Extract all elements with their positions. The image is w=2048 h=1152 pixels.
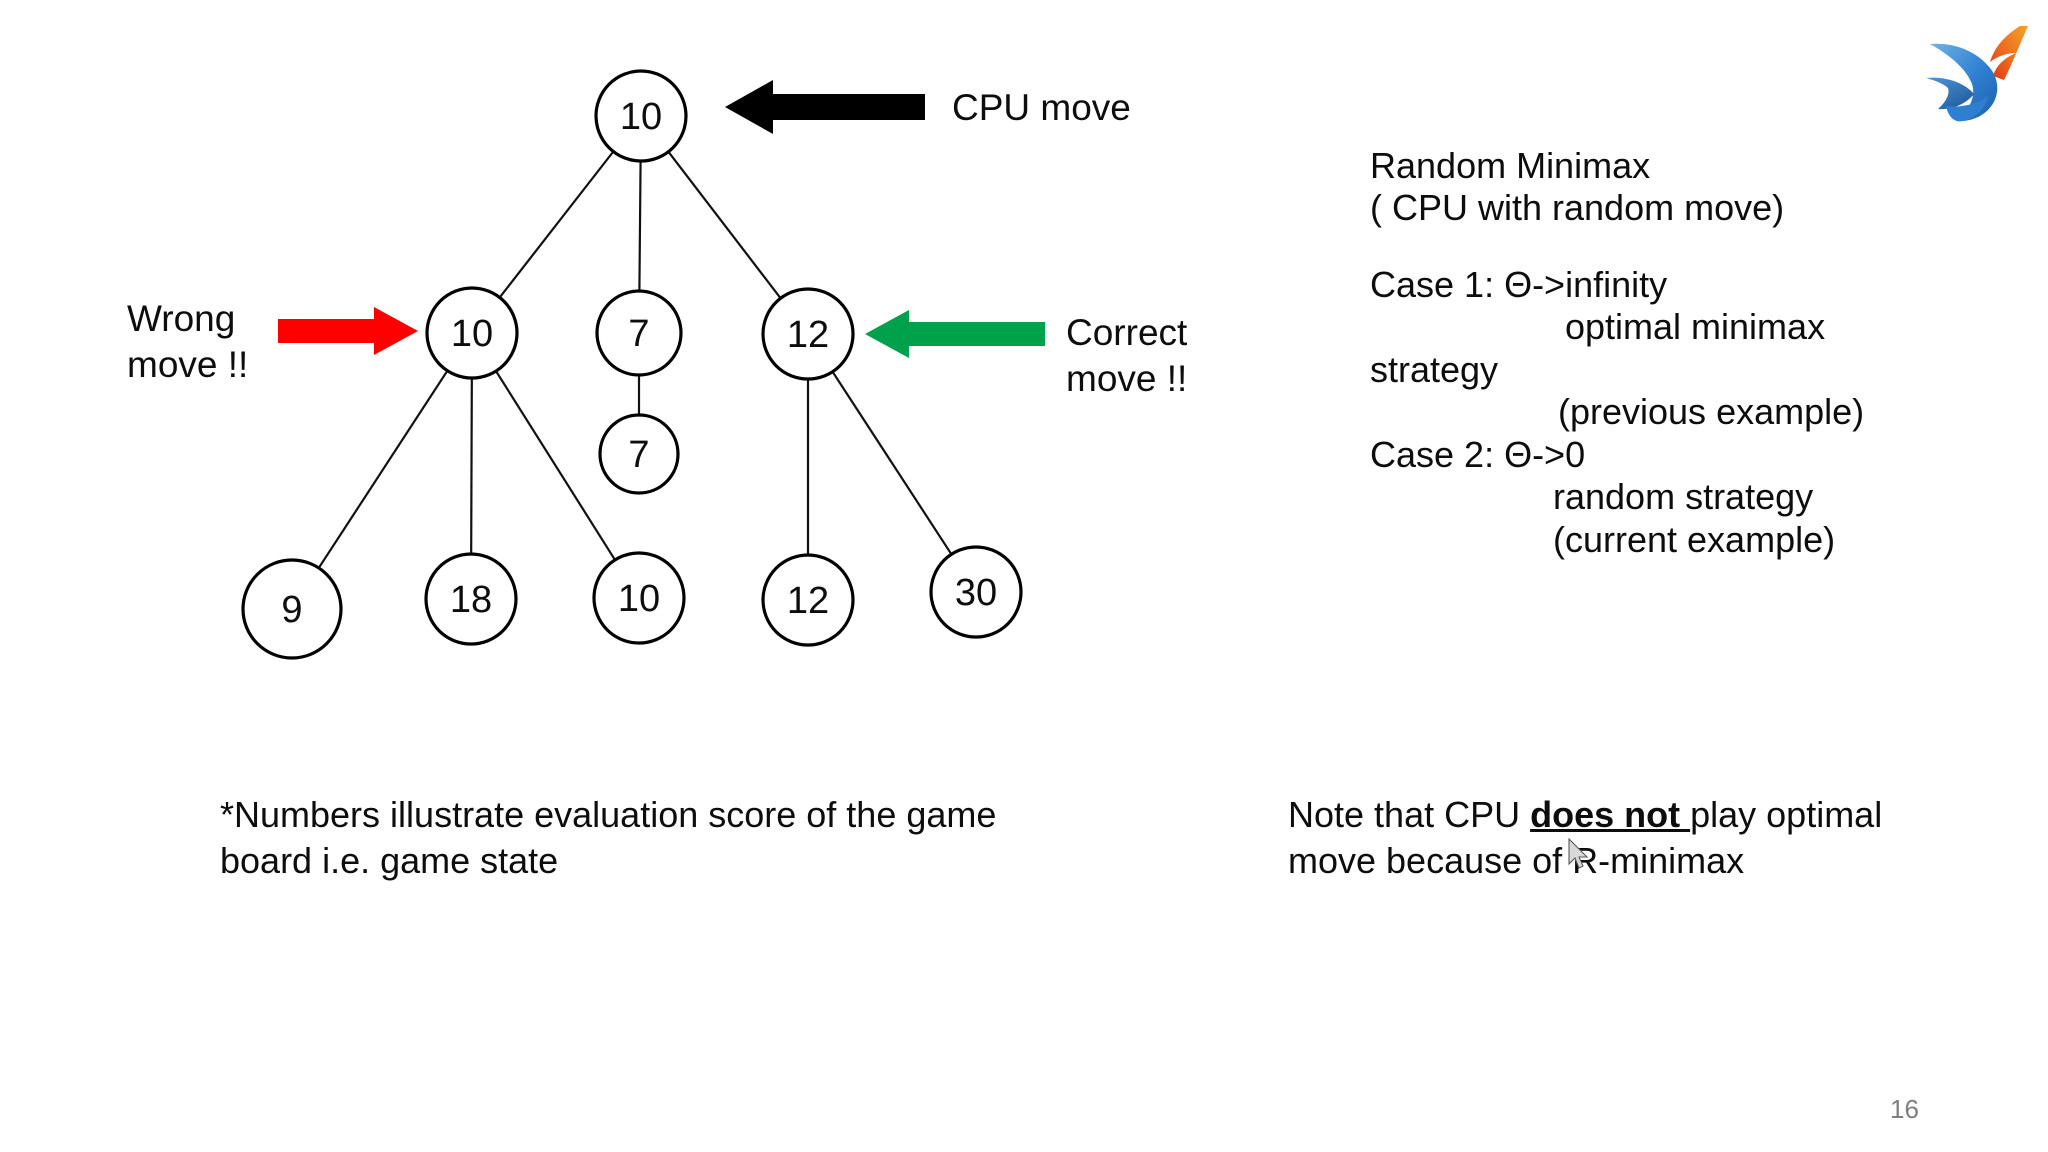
tree-node[interactable]: 30 — [929, 545, 1023, 639]
tree-node-label: 10 — [451, 313, 493, 355]
tree-node-label: 7 — [628, 313, 649, 355]
tree-node-circle — [761, 287, 855, 381]
tree-node[interactable]: 10 — [594, 69, 688, 163]
wrong-move-label: Wrong move !! — [127, 298, 249, 385]
tree-node-label: 10 — [618, 578, 660, 620]
tree-node-label: 9 — [281, 589, 302, 631]
black-left-arrow — [725, 80, 925, 134]
tree-node-label: 30 — [955, 572, 997, 614]
tree-node[interactable]: 10 — [592, 551, 686, 645]
tree-node[interactable]: 9 — [241, 558, 343, 660]
explanation-line: (current example) — [1553, 518, 1836, 560]
tree-edge — [470, 377, 473, 555]
tree-edge — [638, 160, 642, 292]
explanation-line: Case 1: Θ->infinity — [1370, 263, 1668, 305]
tree-node-label: 12 — [787, 580, 829, 622]
explanation-line: ( CPU with random move) — [1370, 187, 1785, 229]
tree-node-label: 7 — [628, 434, 649, 476]
tree-node-circle — [424, 552, 518, 646]
tree-node[interactable]: 7 — [595, 289, 683, 377]
tree-node[interactable]: 10 — [425, 286, 519, 380]
explanation-line: optimal minimax — [1565, 306, 1826, 348]
tree-node-circle — [594, 69, 688, 163]
tree-node[interactable]: 18 — [424, 552, 518, 646]
tree-node-circle — [241, 558, 343, 660]
explanation-line: Case 2: Θ->0 — [1370, 433, 1586, 475]
footnote-right-part2: play optimal move because of R-minimax — [1288, 794, 1883, 882]
tree-node[interactable]: 7 — [598, 413, 680, 495]
correct-move-label: Correct move !! — [1066, 312, 1188, 399]
red-right-arrow — [278, 307, 418, 355]
cpu-move-label: CPU move — [952, 87, 1131, 128]
tree-edge — [317, 370, 449, 569]
blue-bird-logo — [1926, 26, 2028, 122]
footnote-left: *Numbers illustrate evaluation score of … — [220, 794, 997, 882]
tree-node-circle — [598, 413, 680, 495]
tree-node-circle — [929, 545, 1023, 639]
explanation-line: (previous example) — [1558, 391, 1865, 433]
explanation-line: Random Minimax — [1370, 145, 1651, 186]
tree-node[interactable]: 12 — [761, 553, 855, 647]
tree-node[interactable]: 12 — [761, 287, 855, 381]
tree-edges — [317, 150, 953, 569]
footnote-right-part1: Note that CPU — [1288, 794, 1531, 835]
right-explanation-block: Random Minimax( CPU with random move) Cas… — [1370, 145, 1970, 561]
green-left-arrow — [865, 310, 1045, 358]
tree-node-circle — [592, 551, 686, 645]
text-spacer — [1370, 230, 1970, 264]
tree-edge — [498, 150, 615, 299]
game-tree-diagram: 10 10 7 12 7 9 18 10 12 30 — [241, 69, 1023, 660]
explanation-line: random strategy — [1553, 476, 1814, 518]
tree-node-circle — [425, 286, 519, 380]
footnote-right: Note that CPU does not play optimal move… — [1288, 792, 1928, 884]
tree-nodes: 10 10 7 12 7 9 18 10 12 30 — [241, 69, 1023, 660]
explanation-line: strategy — [1370, 348, 1499, 390]
page-number: 16 — [1890, 1094, 1919, 1124]
footnote-right-emphasis: does not — [1530, 794, 1691, 835]
tree-node-label: 10 — [620, 96, 662, 138]
tree-edge — [831, 371, 953, 555]
tree-node-label: 12 — [787, 314, 829, 356]
tree-node-circle — [761, 553, 855, 647]
tree-edge — [495, 370, 616, 561]
tree-node-circle — [595, 289, 683, 377]
tree-node-label: 18 — [450, 579, 492, 621]
tree-edge — [667, 151, 782, 299]
